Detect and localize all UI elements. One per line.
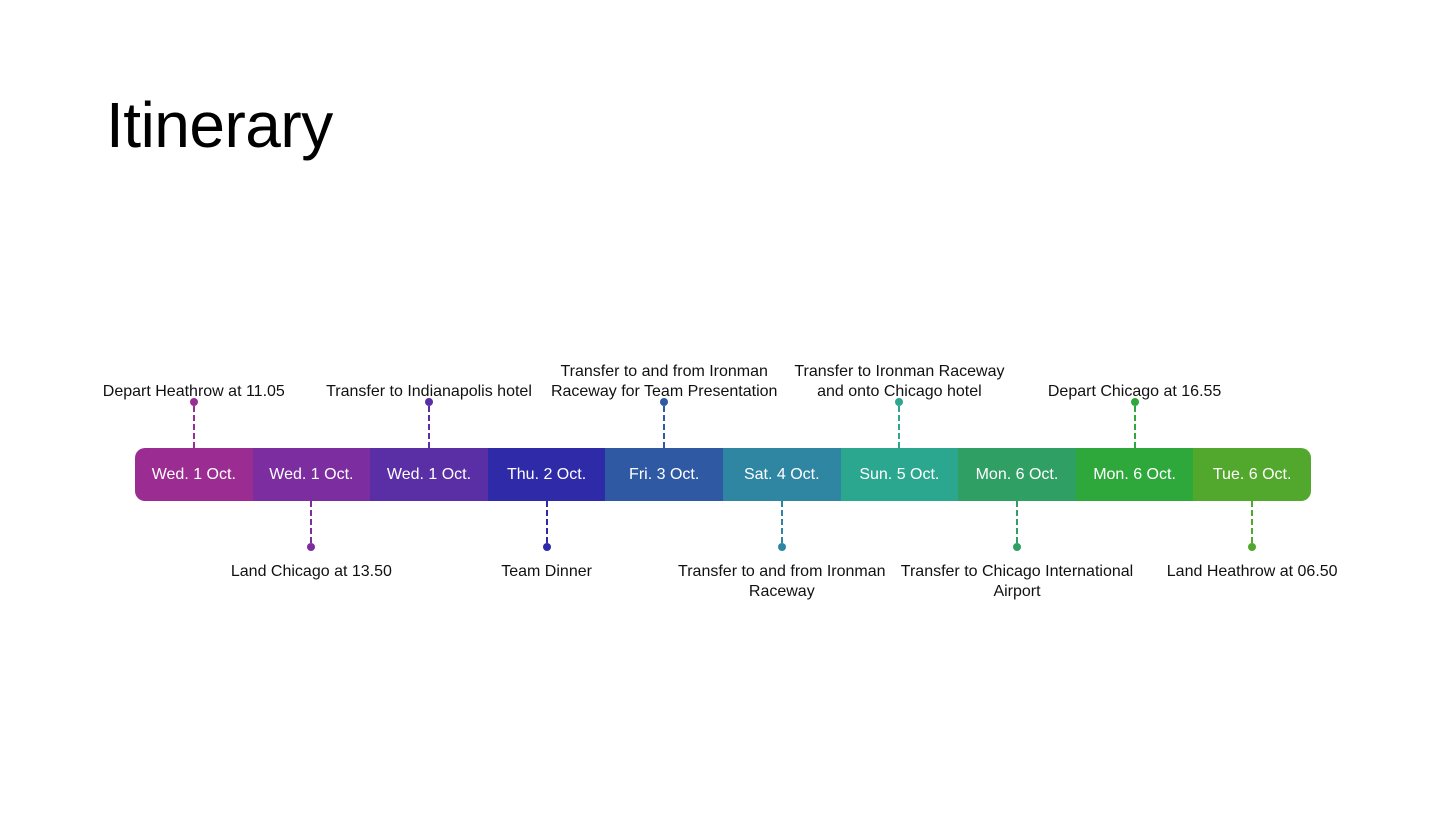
- timeline-event: Transfer to Chicago International Airpor…: [897, 501, 1137, 611]
- event-marker-dot: [777, 543, 786, 551]
- timeline-segment: Tue. 6 Oct.: [1193, 448, 1311, 501]
- timeline-segment: Sun. 5 Oct.: [840, 448, 959, 501]
- page-title: Itinerary: [106, 89, 333, 161]
- timeline-segment: Fri. 3 Oct.: [605, 448, 723, 501]
- timeline-segment: Wed. 1 Oct.: [252, 448, 371, 501]
- event-marker-dot: [1013, 543, 1021, 551]
- event-connector-line: [663, 406, 666, 448]
- timeline-event: Depart Heathrow at 11.05: [74, 300, 314, 448]
- event-label: Transfer to Chicago International Airpor…: [900, 563, 1134, 600]
- timeline-segment: Mon. 6 Oct.: [1075, 448, 1194, 501]
- timeline-event: Transfer to Indianapolis hotel: [309, 300, 549, 448]
- event-label: Depart Heathrow at 11.05: [102, 383, 285, 400]
- timeline-segment: Wed. 1 Oct.: [370, 448, 488, 501]
- timeline-event: Land Chicago at 13.50: [191, 501, 431, 611]
- event-label: Transfer to Ironman Raceway and onto Chi…: [794, 363, 1005, 400]
- event-marker-dot: [542, 543, 551, 551]
- event-label: Transfer to and from Ironman Raceway for…: [550, 363, 778, 400]
- event-label: Team Dinner: [501, 563, 592, 580]
- event-connector-line: [898, 406, 901, 448]
- timeline-segment: Sat. 4 Oct.: [722, 448, 841, 501]
- event-label: Depart Chicago at 16.55: [1047, 383, 1222, 400]
- event-marker-dot: [307, 543, 316, 551]
- timeline-bar: Wed. 1 Oct.Wed. 1 Oct.Wed. 1 Oct.Thu. 2 …: [135, 448, 1311, 501]
- event-marker-dot: [425, 398, 433, 406]
- timeline-segment: Wed. 1 Oct.: [135, 448, 253, 501]
- timeline-event: Transfer to and from Ironman Raceway: [662, 501, 902, 611]
- event-label: Land Heathrow at 06.50: [1166, 563, 1338, 580]
- event-connector-line: [192, 406, 195, 448]
- event-marker-dot: [189, 398, 198, 406]
- event-marker-dot: [895, 398, 904, 406]
- timeline-event: Land Heathrow at 06.50: [1132, 501, 1372, 611]
- event-connector-line: [428, 406, 430, 448]
- event-label: Transfer to Indianapolis hotel: [326, 383, 532, 400]
- timeline-event: Team Dinner: [427, 501, 667, 611]
- event-connector-line: [545, 501, 548, 543]
- event-connector-line: [1016, 501, 1018, 543]
- event-connector-line: [780, 501, 783, 543]
- timeline-segment: Mon. 6 Oct.: [958, 448, 1076, 501]
- event-label: Transfer to and from Ironman Raceway: [678, 563, 886, 600]
- timeline-event: Transfer to and from Ironman Raceway for…: [544, 300, 784, 448]
- timeline-event: Depart Chicago at 16.55: [1015, 300, 1255, 448]
- event-connector-line: [1251, 501, 1254, 543]
- event-marker-dot: [1248, 543, 1257, 551]
- event-connector-line: [1133, 406, 1136, 448]
- timeline-event: Transfer to Ironman Raceway and onto Chi…: [779, 300, 1019, 448]
- event-marker-dot: [1130, 398, 1139, 406]
- event-connector-line: [310, 501, 313, 543]
- event-label: Land Chicago at 13.50: [230, 563, 392, 580]
- timeline-segment: Thu. 2 Oct.: [487, 448, 606, 501]
- event-marker-dot: [660, 398, 669, 406]
